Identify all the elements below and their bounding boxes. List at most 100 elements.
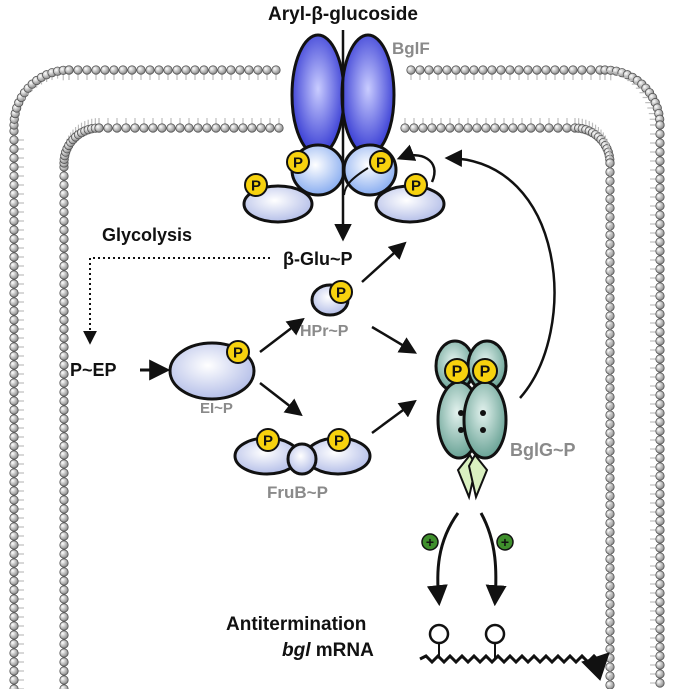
lipid-head — [59, 324, 69, 334]
lipid-head — [9, 243, 19, 253]
transporter-channel-left — [290, 33, 346, 157]
lipid-head — [103, 123, 113, 133]
lipid-head — [655, 129, 665, 139]
lipid-head — [59, 225, 69, 235]
phosphate-label: P — [376, 155, 386, 172]
lipid-head — [59, 369, 69, 379]
lipid-head — [94, 123, 104, 133]
lipid-head — [454, 123, 464, 133]
membrane-outer-leaflet — [9, 65, 665, 689]
lipid-head — [9, 324, 19, 334]
ei-to-hpr-arrow — [259, 317, 305, 353]
lipid-head — [655, 282, 665, 292]
lipid-head — [59, 270, 69, 280]
lipid-head — [655, 624, 665, 634]
lipid-head — [226, 65, 236, 75]
lipid-head — [655, 660, 665, 670]
lipid-head — [655, 210, 665, 220]
lipid-head — [655, 147, 665, 157]
phosphate-circle — [329, 280, 353, 304]
label-glycolysis: Glycolysis — [102, 225, 192, 245]
lipid-head — [202, 123, 212, 133]
phosphate-label: P — [452, 364, 463, 381]
lipid-head — [9, 504, 19, 514]
lipid-head — [655, 354, 665, 364]
lipid-head — [655, 327, 665, 337]
label-hpr-p: HPr~P — [300, 323, 349, 340]
phosphate-label: P — [233, 345, 243, 362]
lipid-head — [406, 65, 416, 75]
lipid-head — [59, 657, 69, 667]
lipid-head — [499, 123, 509, 133]
lipid-head — [9, 648, 19, 658]
lipid-head — [655, 651, 665, 661]
lipid-head — [271, 65, 281, 75]
lipid-head — [553, 123, 563, 133]
lipid-head — [9, 414, 19, 424]
lipid-head — [9, 540, 19, 550]
phosphate-frub-right: P — [327, 428, 351, 452]
lipid-head — [59, 198, 69, 208]
lipid-head — [655, 318, 665, 328]
lipid-head — [59, 252, 69, 262]
lipid-head — [9, 441, 19, 451]
lipid-head — [655, 255, 665, 265]
lipid-head — [436, 123, 446, 133]
lipid-head — [127, 65, 137, 75]
lipid-head — [193, 123, 203, 133]
lipid-head — [655, 642, 665, 652]
lipid-head — [9, 468, 19, 478]
lipid-head — [415, 65, 425, 75]
lipid-head — [59, 540, 69, 550]
label-bglg-p: BglG~P — [510, 440, 576, 460]
lipid-head — [59, 639, 69, 649]
lipid-head — [9, 630, 19, 640]
lipid-head — [655, 516, 665, 526]
lipid-head — [451, 65, 461, 75]
phosphate-circle — [244, 173, 268, 197]
lipid-head — [400, 123, 410, 133]
lipid-head — [59, 279, 69, 289]
lipid-head — [59, 612, 69, 622]
lipid-head — [9, 486, 19, 496]
lipid-head — [445, 123, 455, 133]
lipid-head — [9, 387, 19, 397]
lipid-head — [655, 156, 665, 166]
lipid-head — [655, 174, 665, 184]
lipid-head — [136, 65, 146, 75]
lipid-head — [9, 585, 19, 595]
lipid-head — [217, 65, 227, 75]
lipid-head — [211, 123, 221, 133]
phosphate-circle — [444, 358, 470, 384]
lipid-head — [9, 261, 19, 271]
label-bglf: BglF — [392, 39, 430, 58]
lipid-head — [59, 675, 69, 685]
lipid-head — [469, 65, 479, 75]
hpr-to-bglf-arrow — [361, 241, 407, 283]
antitermination-arrow-right — [479, 512, 507, 607]
lipid-head — [9, 450, 19, 460]
lipid-head — [59, 189, 69, 199]
lipid-head — [514, 65, 524, 75]
phosphate-label: P — [411, 178, 421, 195]
terminator-loop-left — [428, 623, 450, 645]
label-aryl-beta-glucoside: Aryl-β-glucoside — [268, 4, 418, 25]
lipid-head — [523, 65, 533, 75]
bglf-transporter — [242, 33, 446, 224]
lipid-head — [59, 585, 69, 595]
phosphate-bglf-left-lower: P — [244, 173, 268, 197]
lipid-head — [59, 594, 69, 604]
lipid-head — [655, 552, 665, 562]
lipid-head — [157, 123, 167, 133]
plus-sign-right: + — [501, 534, 509, 550]
lipid-head — [59, 243, 69, 253]
lipid-head — [59, 180, 69, 190]
phosphate-label: P — [263, 433, 273, 450]
lipid-head — [238, 123, 248, 133]
lipid-head — [460, 65, 470, 75]
lipid-head — [199, 65, 209, 75]
lipid-head — [655, 525, 665, 535]
lipid-head — [59, 495, 69, 505]
lipid-head — [655, 507, 665, 517]
phosphate-circle — [472, 358, 498, 384]
